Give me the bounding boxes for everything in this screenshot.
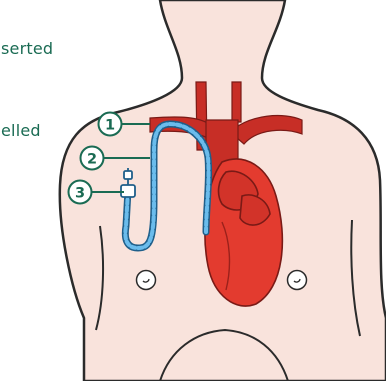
- callout-2: 2: [81, 147, 104, 170]
- heart: [205, 159, 282, 306]
- nipple-left: [137, 271, 156, 290]
- svg-text:2: 2: [87, 152, 97, 168]
- nipple-right: [288, 271, 307, 290]
- caption-fragment-inserted: serted: [1, 41, 53, 57]
- svg-text:3: 3: [75, 186, 85, 202]
- callout-3: 3: [69, 181, 92, 204]
- callout-1: 1: [99, 113, 122, 136]
- svg-text:1: 1: [105, 118, 115, 134]
- caption-fragment-tunnelled: elled: [1, 123, 41, 139]
